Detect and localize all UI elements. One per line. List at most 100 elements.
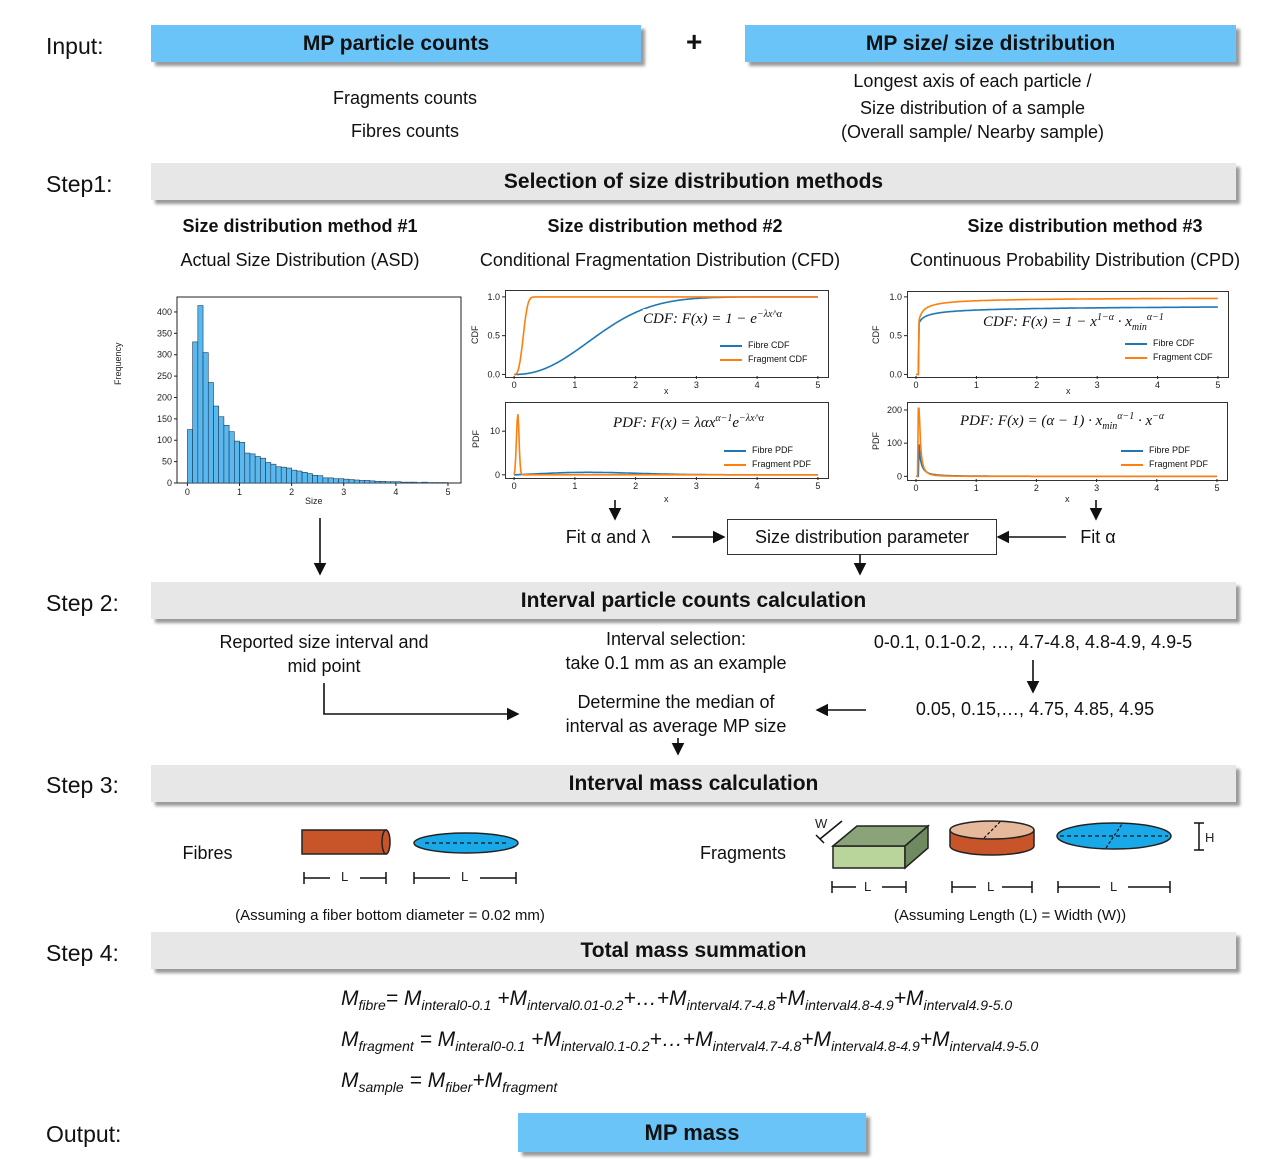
hist-xtick-label: 2: [289, 487, 294, 497]
method3-name: Continuous Probability Distribution (CPD…: [909, 250, 1241, 270]
fibres-counts-text: Fibres counts: [350, 121, 460, 141]
cpd-cdf-ytick-label: 0.5: [889, 331, 902, 341]
fibre-rod-l-label: L: [341, 869, 349, 884]
method1-name: Actual Size Distribution (ASD): [180, 250, 420, 270]
cfd-cdf-xtick-label: 4: [755, 380, 760, 390]
hist-ytick-label: 250: [157, 371, 172, 381]
h-label: H: [1205, 830, 1215, 845]
cfd-pdf-ytick-label: 0: [495, 470, 500, 480]
row-label-step2: Step 2:: [46, 590, 119, 616]
disc-l-label: L: [1110, 879, 1118, 894]
cpd-pdf-xlabel: x: [1065, 494, 1070, 504]
method2-name: Conditional Fragmentation Distribution (…: [479, 250, 841, 270]
fragment-note: (Assuming Length (L) = Width (W)): [893, 907, 1127, 924]
row-label-step3: Step 3:: [46, 772, 119, 798]
fibre-disc-icon: [413, 832, 519, 854]
cpd-fragment-pdf-line: [916, 407, 1217, 478]
cfd-cdf-xlabel: x: [664, 386, 669, 396]
mp-particle-counts-box: MP particle counts: [151, 25, 641, 62]
plus-sign: +: [686, 26, 703, 57]
fibre-disc-l-label: L: [461, 869, 469, 884]
interval-selection-line-1: Interval selection:: [605, 629, 747, 649]
mp-mass-box: MP mass: [518, 1113, 866, 1152]
cpd-pdf-ytick-label: 0: [897, 471, 902, 481]
block-w-label: W: [815, 816, 828, 831]
fit-alpha: Fit α: [1080, 527, 1116, 547]
row-label-input: Input:: [46, 33, 104, 59]
mp-size-distribution-box: MP size/ size distribution: [745, 25, 1236, 62]
cpd-cdf-xtick-label: 5: [1215, 380, 1220, 390]
hist-xlabel: Size: [305, 496, 323, 506]
fibres-label: Fibres: [182, 843, 233, 863]
hist-ytick-label: 350: [157, 328, 172, 338]
cpd-cdf-xtick-label: 3: [1095, 380, 1100, 390]
method2-heading: Size distribution method #2: [547, 216, 783, 236]
cpd-pdf-xtick-label: 4: [1154, 483, 1159, 493]
cpd-cdf-xtick-label: 1: [974, 380, 979, 390]
cpd-cdf-legend: Fibre CDF Fragment CDF: [1125, 336, 1213, 364]
cpd-pdf-xtick-label: 2: [1034, 483, 1039, 493]
cpd-pdf-legend: Fibre PDF Fragment PDF: [1121, 443, 1208, 471]
method1-heading: Size distribution method #1: [182, 216, 418, 236]
size-line-2: Size distribution of a sample: [859, 98, 1086, 118]
fibre-mass-formula: Mfibre= Minteral0-0.1 +Minterval0.01-0.2…: [341, 987, 1013, 1014]
cfd-cdf-xtick-label: 5: [815, 380, 820, 390]
cpd-pdf-equation: PDF: F(x) = (α − 1) · xminα−1 · x−α: [960, 411, 1165, 432]
row-label-step4: Step 4:: [46, 940, 119, 966]
cfd-cdf-ytick-label: 0.0: [487, 369, 500, 379]
step1-title-bar: Selection of size distribution methods: [151, 163, 1236, 200]
cpd-pdf-ytick-label: 200: [887, 405, 902, 415]
cfd-cdf-legend: Fibre CDF Fragment CDF: [720, 338, 808, 366]
cpd-fibre-cdf-line: [916, 306, 1218, 376]
fit-alpha-lambda: Fit α and λ: [565, 527, 651, 547]
fragment-w-dimension: [815, 820, 843, 844]
step3-title-bar: Interval mass calculation: [151, 765, 1236, 802]
sample-mass-formula: Msample = Mfiber+Mfragment: [341, 1069, 558, 1096]
fragments-label: Fragments: [699, 843, 787, 863]
cfd-fragment-cdf-line: [514, 296, 818, 376]
cpd-fragment-cdf-line: [916, 297, 1218, 376]
cfd-pdf-xtick-label: 0: [512, 481, 517, 491]
fragments-counts-text: Fragments counts: [332, 88, 478, 108]
cfd-pdf-ytick-label: 10: [490, 426, 500, 436]
hist-xtick-label: 3: [341, 487, 346, 497]
size-line-1: Longest axis of each particle /: [853, 71, 1092, 91]
hist-ytick-label: 150: [157, 414, 172, 424]
arrow-reported-to-median: [323, 683, 520, 721]
cfd-cdf-panel: [505, 290, 829, 378]
reported-line-1: Reported size interval and: [219, 632, 429, 652]
fragment-block-icon: [830, 824, 931, 870]
cfd-pdf-xtick-label: 4: [755, 481, 760, 491]
cpd-cdf-equation: CDF: F(x) = 1 − x1−α · xminα−1: [983, 312, 1164, 333]
hist-ytick-label: 400: [157, 307, 172, 317]
hist-ytick-label: 50: [162, 457, 172, 467]
row-label-output: Output:: [46, 1121, 122, 1147]
row-label-step1: Step1:: [46, 171, 113, 197]
fragment-l-dimensions: [831, 881, 1171, 893]
reported-line-2: mid point: [287, 656, 361, 676]
block-l-label: L: [864, 879, 872, 894]
hist-ytick-label: 0: [167, 478, 172, 488]
cylinder-l-label: L: [987, 879, 995, 894]
cfd-pdf-xtick-label: 5: [815, 481, 820, 491]
cfd-pdf-legend: Fibre PDF Fragment PDF: [724, 443, 811, 471]
method3-heading: Size distribution method #3: [967, 216, 1203, 236]
fragment-disc-icon: [1056, 822, 1172, 850]
median-line-2: interval as average MP size: [565, 716, 787, 736]
cfd-cdf-xtick-label: 3: [694, 380, 699, 390]
cfd-cdf-xtick-label: 1: [572, 380, 577, 390]
cfd-pdf-xtick-label: 1: [572, 481, 577, 491]
cfd-cdf-ytick-label: 0.5: [487, 331, 500, 341]
interval-list: 0-0.1, 0.1-0.2, …, 4.7-4.8, 4.8-4.9, 4.9…: [873, 632, 1193, 652]
cfd-pdf-equation: PDF: F(x) = λαxα−1e−λx^α: [613, 413, 765, 432]
median-line-1: Determine the median of: [577, 692, 775, 712]
hist-xtick-label: 4: [393, 487, 398, 497]
hist-ytick-label: 300: [157, 350, 172, 360]
cfd-cdf-equation: CDF: F(x) = 1 − e−λx^α: [643, 309, 782, 328]
fibre-rod-icon: [301, 829, 391, 855]
hist-xtick-label: 5: [445, 487, 450, 497]
